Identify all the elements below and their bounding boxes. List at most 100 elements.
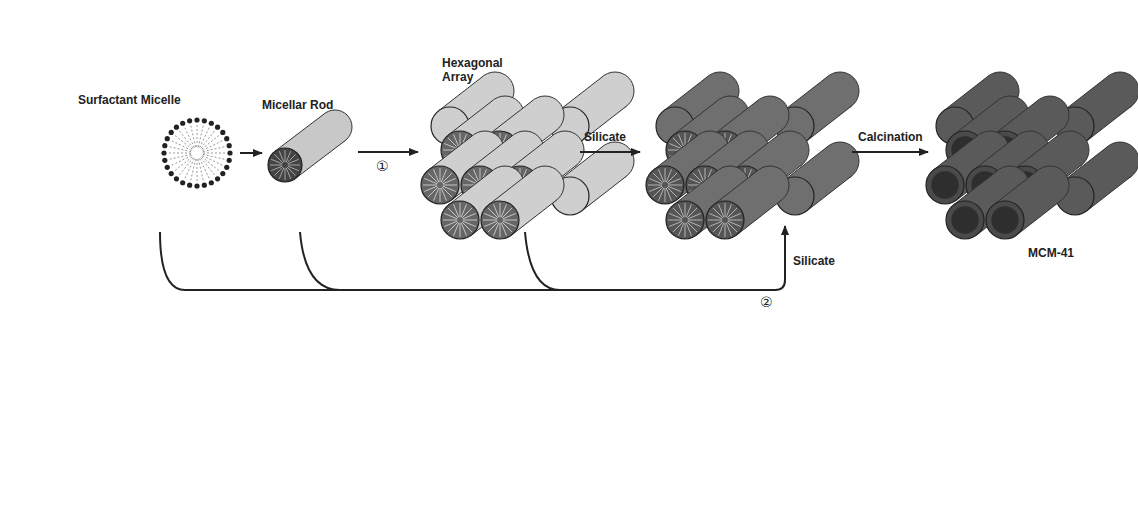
figure-stroke (288, 166, 299, 171)
figure-stroke (648, 185, 662, 186)
figure-stroke (271, 166, 282, 171)
figure-stroke (493, 223, 498, 236)
figure-stroke (488, 208, 498, 218)
head-group (174, 176, 179, 181)
head-group (187, 183, 192, 188)
figure-stroke (461, 204, 466, 217)
figure-stroke (706, 201, 744, 239)
figure-stroke (783, 76, 828, 111)
head-group (187, 118, 192, 123)
figure-stroke (484, 213, 497, 218)
figure-stroke (986, 201, 1024, 239)
figure-stroke (463, 221, 476, 226)
figure-stroke (508, 135, 553, 170)
figure-stroke (442, 173, 452, 183)
figure-stroke (484, 221, 497, 226)
figure-label: Silicate (584, 130, 626, 144)
figure-stroke (488, 100, 533, 135)
head-group (194, 183, 199, 188)
figure-stroke (444, 213, 457, 218)
figure-stroke (453, 223, 458, 236)
figure-stroke (943, 76, 988, 111)
figure-stroke (268, 148, 302, 182)
head-group (162, 143, 167, 148)
head-group (227, 158, 232, 163)
figure-stroke (288, 165, 300, 166)
head-group (202, 183, 207, 188)
silicate-array-figure (646, 72, 859, 239)
figure-stroke (686, 223, 691, 236)
figure-stroke (953, 170, 998, 205)
figure-stroke (1063, 76, 1108, 111)
figure-stroke (453, 134, 458, 147)
figure-stroke (461, 223, 466, 236)
figure-stroke (285, 168, 286, 180)
head-group (227, 150, 232, 155)
figure-stroke (274, 154, 282, 162)
figure-stroke (501, 204, 506, 217)
figure-stroke (658, 169, 663, 182)
figure-stroke (713, 208, 723, 218)
figure-stroke (689, 178, 702, 183)
figure-stroke (423, 185, 437, 186)
figure-stroke (279, 151, 284, 162)
figure-stroke (667, 187, 677, 197)
mcm41-figure (926, 72, 1138, 239)
figure-stroke (669, 213, 682, 218)
figure-stroke (708, 220, 722, 221)
figure-stroke (428, 135, 473, 170)
figure-stroke (953, 100, 998, 135)
figure-stroke (502, 208, 512, 218)
figure-stroke (678, 204, 683, 217)
figure-stroke (653, 135, 698, 170)
head-group (169, 171, 174, 176)
figure-stroke (726, 223, 731, 236)
figure-stroke (462, 208, 472, 218)
figure-label: Silicate (793, 254, 835, 268)
figure-stroke (973, 135, 1018, 170)
figure-stroke (931, 171, 958, 198)
figure-stroke (443, 220, 457, 221)
figure-stroke (201, 158, 216, 177)
figure-stroke (688, 213, 701, 218)
figure-stroke (558, 76, 603, 111)
figure-stroke (673, 208, 683, 218)
figure-stroke (167, 153, 191, 154)
figure-stroke (453, 204, 458, 217)
figure-stroke (727, 208, 737, 218)
figure-stroke (725, 203, 726, 217)
figure-stroke (488, 170, 533, 205)
figure-stroke (448, 100, 493, 135)
figure-stroke (1013, 135, 1058, 170)
head-group (209, 121, 214, 126)
figure-stroke (271, 159, 282, 164)
figure-stroke (933, 135, 978, 170)
figure-stroke (658, 188, 663, 201)
head-group (162, 158, 167, 163)
figure-stroke (685, 203, 686, 217)
head-group (202, 118, 207, 123)
figure-stroke (503, 220, 517, 221)
figure-stroke (488, 222, 498, 232)
figure-stroke (668, 186, 681, 191)
rod-figure (268, 110, 352, 182)
head-group (174, 125, 179, 130)
head-group (220, 130, 225, 135)
figure-stroke (483, 220, 497, 221)
figure-stroke (440, 188, 441, 202)
figure-stroke (197, 159, 198, 183)
figure-stroke (669, 143, 682, 148)
figure-stroke (295, 141, 345, 179)
figure-stroke (718, 204, 723, 217)
figure-stroke (663, 76, 708, 111)
figure-stroke (448, 138, 458, 148)
figure-stroke (433, 188, 438, 201)
figure-stroke (678, 223, 683, 236)
figure-stroke (718, 223, 723, 236)
head-group (180, 180, 185, 185)
figure-stroke (668, 220, 682, 221)
hexagonal-array-figure (421, 72, 634, 239)
process-arrows (160, 152, 928, 290)
figure-stroke (428, 187, 438, 197)
